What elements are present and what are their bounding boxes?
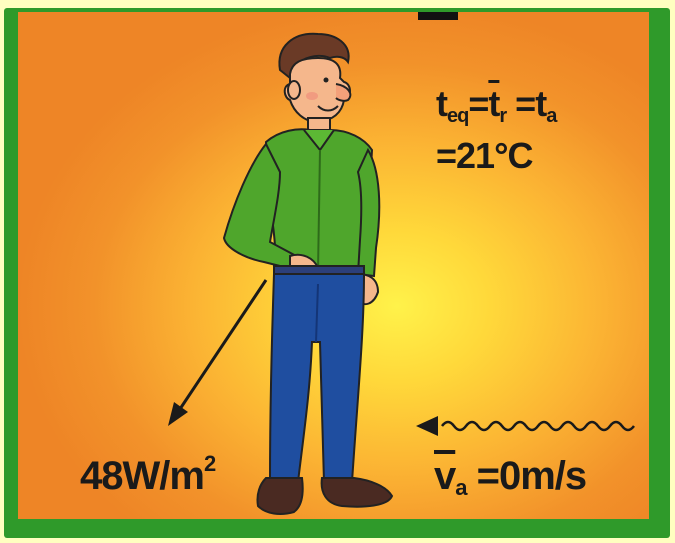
air-speed-label: va =0m/s	[434, 454, 588, 501]
air-speed-value: =0m/s	[466, 454, 588, 498]
t-eq-symbol: t	[436, 83, 448, 124]
eq-subscript: eq	[447, 105, 469, 127]
v-symbol: v	[434, 454, 456, 498]
heat-flux-value: 48W/m	[80, 454, 205, 498]
r-subscript: r	[499, 105, 507, 127]
a-subscript: a	[546, 105, 557, 127]
airflow-wavy-arrow	[416, 416, 635, 436]
top-edge-fragment	[418, 12, 458, 20]
heat-flux-arrow	[168, 279, 268, 426]
equals-2: =	[506, 83, 536, 124]
illustration-layer	[168, 32, 635, 515]
equals-1: =	[468, 83, 489, 124]
t-r-symbol: t	[488, 83, 500, 124]
heat-flux-exponent: 2	[203, 451, 216, 476]
poster: teq=tr =ta =21°C 48W/m2 va =0m/s	[18, 12, 649, 519]
a-subscript-speed: a	[455, 475, 467, 500]
person-illustration	[222, 32, 394, 515]
t-a-symbol: t	[535, 83, 547, 124]
temperature-formula: teq=tr =ta =21°C	[436, 83, 557, 176]
formula-line-2: =21°C	[436, 135, 533, 176]
formula-line-1: teq=tr =ta	[436, 83, 557, 136]
heat-flux-label: 48W/m2	[80, 451, 216, 499]
